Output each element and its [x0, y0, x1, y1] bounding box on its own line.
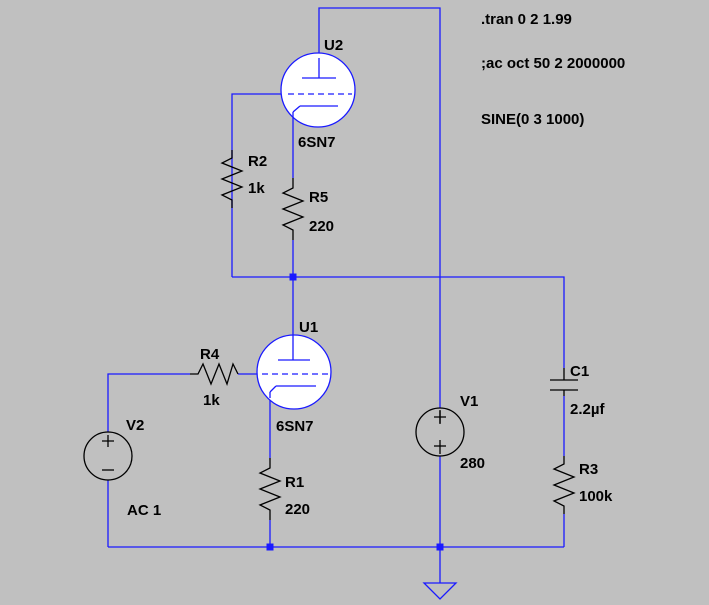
- resistor-r1[interactable]: [258, 458, 282, 520]
- r4-ref: R4: [200, 346, 220, 363]
- r4-value: 1k: [203, 392, 220, 409]
- u1-model: 6SN7: [276, 418, 314, 435]
- junction-dot: [436, 543, 444, 551]
- u2-ref: U2: [324, 37, 343, 54]
- wire-r2-loop: [231, 93, 286, 277]
- v1-ref: V1: [460, 393, 478, 410]
- wire-v2-top: [107, 373, 190, 432]
- v2-value: AC 1: [127, 502, 161, 519]
- wires: [107, 7, 565, 583]
- tube-u2[interactable]: [280, 52, 356, 128]
- r5-value: 220: [309, 218, 334, 235]
- wire-mid-net: [232, 276, 565, 368]
- r2-ref: R2: [248, 153, 267, 170]
- voltage-source-v1[interactable]: [415, 407, 465, 457]
- r3-value: 100k: [579, 488, 613, 505]
- resistor-r5[interactable]: [281, 178, 305, 240]
- c1-value: 2.2µf: [570, 401, 605, 418]
- wire-supply-top: [318, 7, 441, 408]
- r3-ref: R3: [579, 461, 598, 478]
- directive-tran[interactable]: .tran 0 2 1.99: [481, 11, 572, 28]
- u2-model: 6SN7: [298, 134, 336, 151]
- v2-ref: V2: [126, 417, 144, 434]
- r1-ref: R1: [285, 474, 304, 491]
- tube-u1[interactable]: [256, 334, 332, 410]
- c1-ref: C1: [570, 363, 589, 380]
- voltage-source-v2[interactable]: [83, 431, 133, 481]
- directive-ac[interactable]: ;ac oct 50 2 2000000: [481, 55, 625, 72]
- directive-sine[interactable]: SINE(0 3 1000): [481, 111, 584, 128]
- r1-value: 220: [285, 501, 310, 518]
- junction-dot: [289, 273, 297, 281]
- resistor-r2[interactable]: [220, 150, 244, 208]
- u1-ref: U1: [299, 319, 318, 336]
- r2-value: 1k: [248, 180, 265, 197]
- r5-ref: R5: [309, 189, 328, 206]
- resistor-r3[interactable]: [552, 456, 576, 514]
- capacitor-c1[interactable]: [550, 368, 578, 396]
- junction-dot: [266, 543, 274, 551]
- v1-value: 280: [460, 455, 485, 472]
- resistor-r4[interactable]: [190, 362, 239, 386]
- ground-symbol[interactable]: [422, 582, 458, 600]
